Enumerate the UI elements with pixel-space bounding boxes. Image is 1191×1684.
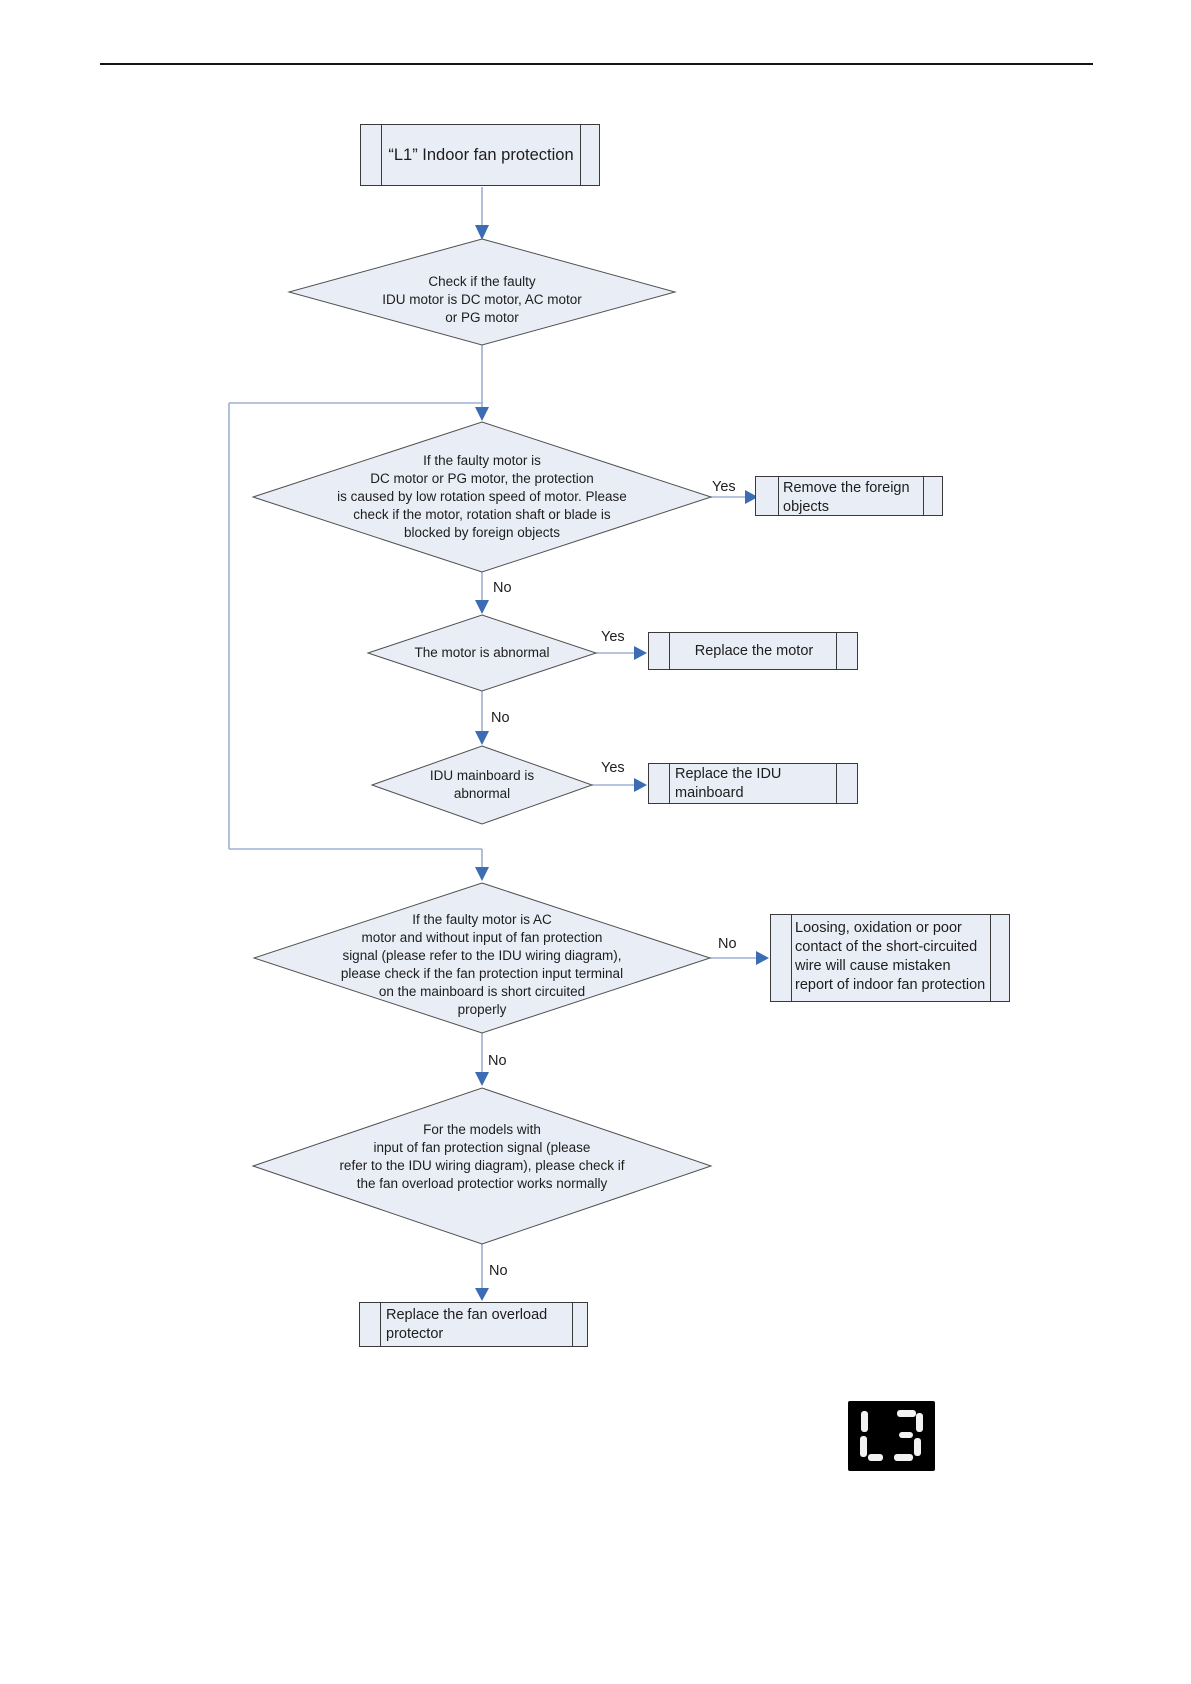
arrowhead-down-icon xyxy=(475,867,489,881)
decision-dcpg-shape xyxy=(251,421,713,573)
decision-motor-abnormal-text: The motor is abnormal xyxy=(414,645,550,660)
arrowhead-down-icon xyxy=(475,731,489,745)
edge-label-no: No xyxy=(491,710,510,726)
action-remove-foreign-objects: Remove the foreign objects xyxy=(755,476,943,516)
shape-side-bar xyxy=(923,477,924,515)
arrowhead-right-icon xyxy=(756,951,769,965)
arrowhead-down-icon xyxy=(475,600,489,614)
action-short-circuit-note: Loosing, oxidation or poor contact of th… xyxy=(770,914,1010,1002)
shape-side-bar xyxy=(778,477,779,515)
display-background xyxy=(848,1401,935,1471)
decision-motor-abnormal-shape xyxy=(366,614,598,692)
shape-side-bar xyxy=(990,915,991,1001)
shape-side-bar xyxy=(669,633,670,669)
arrowhead-down-icon xyxy=(475,225,489,240)
action-short-circuit-note-label: Loosing, oxidation or poor contact of th… xyxy=(795,920,986,993)
arrowhead-right-icon xyxy=(634,778,647,792)
shape-side-bar xyxy=(836,633,837,669)
page-top-rule xyxy=(100,63,1093,65)
shape-side-bar xyxy=(572,1303,573,1346)
start-node-label: “L1” Indoor fan protection xyxy=(388,145,574,164)
arrowhead-right-icon xyxy=(634,646,647,660)
action-replace-mainboard-label: Replace the IDU mainboard xyxy=(675,766,782,801)
arrowhead-down-icon xyxy=(475,407,489,421)
arrowhead-down-icon xyxy=(475,1072,489,1086)
shape-side-bar xyxy=(381,125,382,185)
shape-side-bar xyxy=(380,1303,381,1346)
decision-with-signal-text: For the models with input of fan protect… xyxy=(339,1122,625,1191)
edge-label-no: No xyxy=(489,1263,508,1279)
seven-segment-display xyxy=(848,1401,935,1471)
decision-motor-type-text: Check if the faulty IDU motor is DC moto… xyxy=(382,274,582,325)
edge-label-yes: Yes xyxy=(601,629,625,645)
edge-label-yes: Yes xyxy=(601,760,625,776)
edge-label-no: No xyxy=(493,580,512,596)
action-replace-protector-label: Replace the fan overload protector xyxy=(386,1307,548,1342)
action-remove-foreign-objects-label: Remove the foreign objects xyxy=(783,480,910,515)
shape-side-bar xyxy=(580,125,581,185)
decision-mainboard-abnormal-text: IDU mainboard is abnormal xyxy=(429,768,535,801)
action-replace-motor-label: Replace the motor xyxy=(694,642,814,659)
decision-ac-no-signal-shape xyxy=(252,882,712,1034)
decision-motor-type-shape xyxy=(287,238,677,346)
decision-with-signal-shape xyxy=(251,1087,713,1245)
action-replace-mainboard: Replace the IDU mainboard xyxy=(648,763,858,804)
edge-label-no: No xyxy=(718,936,737,952)
shape-side-bar xyxy=(836,764,837,803)
arrowhead-down-icon xyxy=(475,1288,489,1301)
edge-label-yes: Yes xyxy=(712,479,736,495)
shape-side-bar xyxy=(669,764,670,803)
arrowhead-right-icon xyxy=(745,490,758,504)
decision-mainboard-abnormal-shape xyxy=(370,745,594,825)
action-replace-motor: Replace the motor xyxy=(648,632,858,670)
shape-side-bar xyxy=(791,915,792,1001)
edge-label-no: No xyxy=(488,1053,507,1069)
decision-dcpg-text: If the faulty motor is DC motor or PG mo… xyxy=(337,453,627,540)
action-replace-protector: Replace the fan overload protector xyxy=(359,1302,588,1347)
decision-ac-no-signal-text: If the faulty motor is AC motor and with… xyxy=(340,912,624,1017)
start-node: “L1” Indoor fan protection xyxy=(360,124,600,186)
